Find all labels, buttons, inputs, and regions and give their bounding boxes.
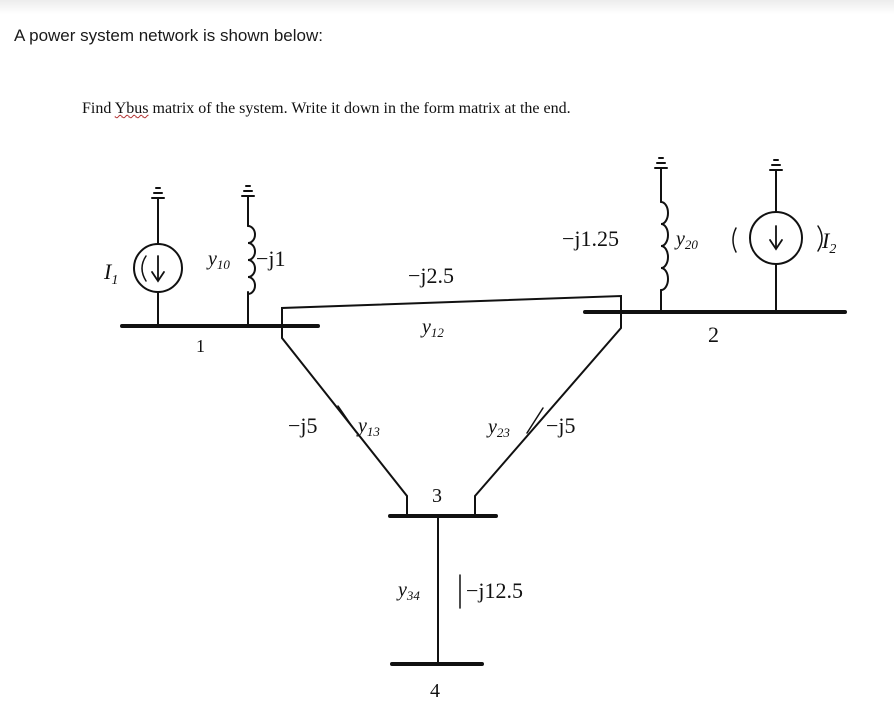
value-y20: −j1.25 <box>562 226 619 251</box>
label-i2: I2 <box>821 228 836 257</box>
value-y12: −j2.5 <box>408 263 454 288</box>
label-bus-2: 2 <box>708 322 719 347</box>
inductor-y20-icon <box>660 201 669 291</box>
ground-1-icon <box>151 187 165 199</box>
instruction-post: matrix of the system. Write it down in t… <box>148 100 571 117</box>
line-1-2 <box>281 294 622 327</box>
label-bus-3: 3 <box>432 485 442 507</box>
bracket-i2-icon <box>817 225 823 252</box>
source-1-arrowhead <box>151 271 165 283</box>
source-2-arrowhead <box>769 239 783 251</box>
label-y20: y20 <box>674 228 698 252</box>
y23-separator <box>526 407 544 434</box>
value-y23: −j5 <box>546 413 576 438</box>
value-y34: −j12.5 <box>466 578 523 603</box>
question-text: A power system network is shown below: <box>14 26 323 45</box>
label-y34: y34 <box>396 579 420 603</box>
line-2-3 <box>474 311 622 517</box>
y13-separator <box>337 405 357 433</box>
line-1-3 <box>281 325 408 517</box>
label-y13: y13 <box>356 415 380 439</box>
instruction-text: Find Ybus matrix of the system. Write it… <box>82 100 571 118</box>
label-bus-4: 4 <box>430 680 440 702</box>
label-bus-1: 1 <box>196 336 205 356</box>
ground-2-icon <box>769 159 783 171</box>
label-y12: y12 <box>420 316 444 340</box>
bracket-y20-icon <box>732 227 737 253</box>
label-y10: y10 <box>206 248 230 272</box>
top-bar <box>0 0 894 14</box>
ground-10-icon <box>241 185 255 197</box>
label-y23: y23 <box>486 416 510 440</box>
label-i1: I1 <box>103 259 118 288</box>
bracket-i1-icon <box>141 255 147 282</box>
value-y13: −j5 <box>288 413 318 438</box>
instruction-pre: Find <box>82 100 115 117</box>
value-y10: −j1 <box>256 246 286 271</box>
inductor-y10-icon <box>247 225 256 295</box>
instruction-word-ybus: Ybus <box>114 100 149 117</box>
ground-20-icon <box>654 157 668 169</box>
